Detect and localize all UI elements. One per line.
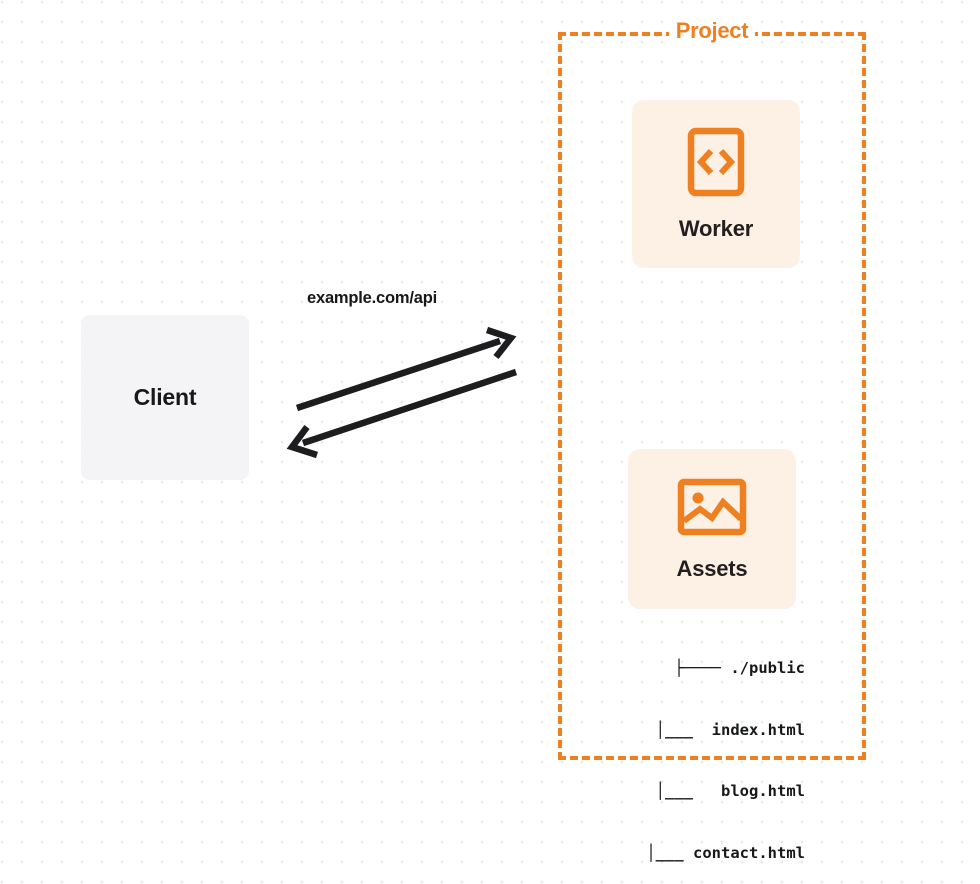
- assets-label: Assets: [676, 555, 748, 581]
- file-tree-row: │___ index.html: [627, 720, 805, 739]
- arrow-project-to-client: [286, 368, 518, 459]
- assets-card: Assets: [628, 449, 796, 609]
- file-tree-row: ├──── ./public: [674, 659, 805, 677]
- file-tree-row: │___ contact.html: [618, 843, 805, 862]
- file-tree-row: │___ blog.html: [627, 782, 805, 800]
- code-brackets-icon: [687, 127, 745, 202]
- assets-file-tree: ├──── ./public │___ index.html │___ blog…: [600, 617, 805, 884]
- worker-card: Worker: [632, 100, 800, 268]
- connector-label: example.com/api: [307, 289, 437, 307]
- image-picture-icon: [677, 477, 747, 542]
- worker-label: Worker: [678, 215, 754, 241]
- arrow-client-to-project: [295, 326, 517, 412]
- project-title-text: Project: [668, 18, 756, 43]
- project-title: Project: [558, 18, 866, 44]
- client-node: Client: [81, 315, 249, 480]
- client-label: Client: [133, 384, 197, 410]
